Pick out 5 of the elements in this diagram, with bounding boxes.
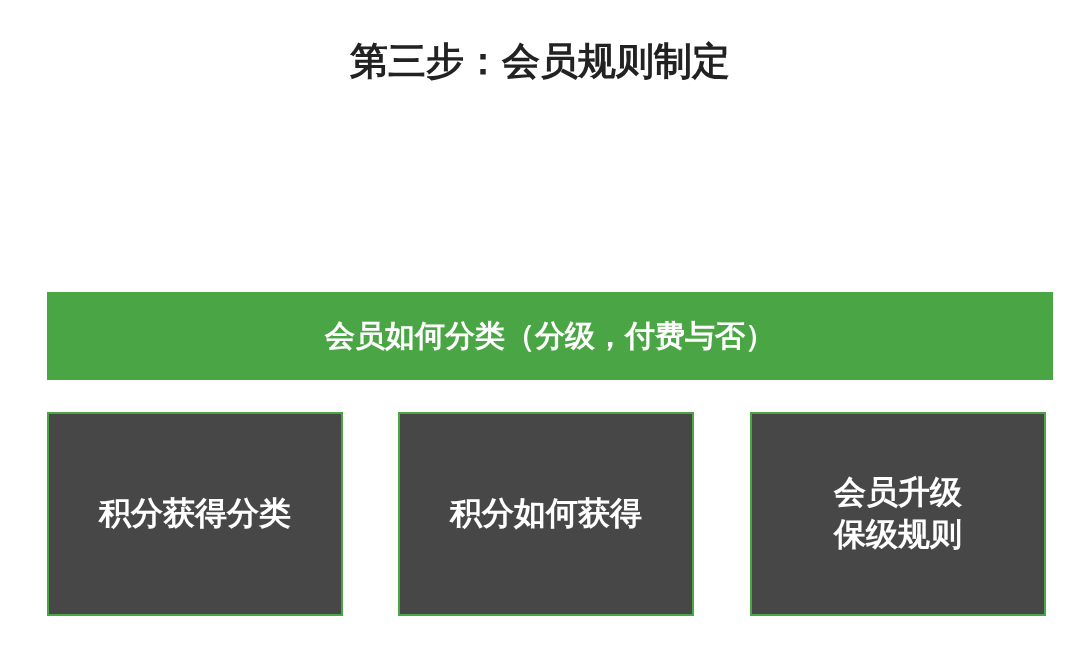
title: 第三步：会员规则制定 bbox=[349, 38, 731, 85]
topic-card: 会员升级保级规则 bbox=[750, 412, 1046, 616]
category-banner: 会员如何分类（分级，付费与否） bbox=[47, 292, 1053, 380]
topic-card: 积分如何获得 bbox=[398, 412, 694, 616]
topic-card: 积分获得分类 bbox=[47, 412, 343, 616]
